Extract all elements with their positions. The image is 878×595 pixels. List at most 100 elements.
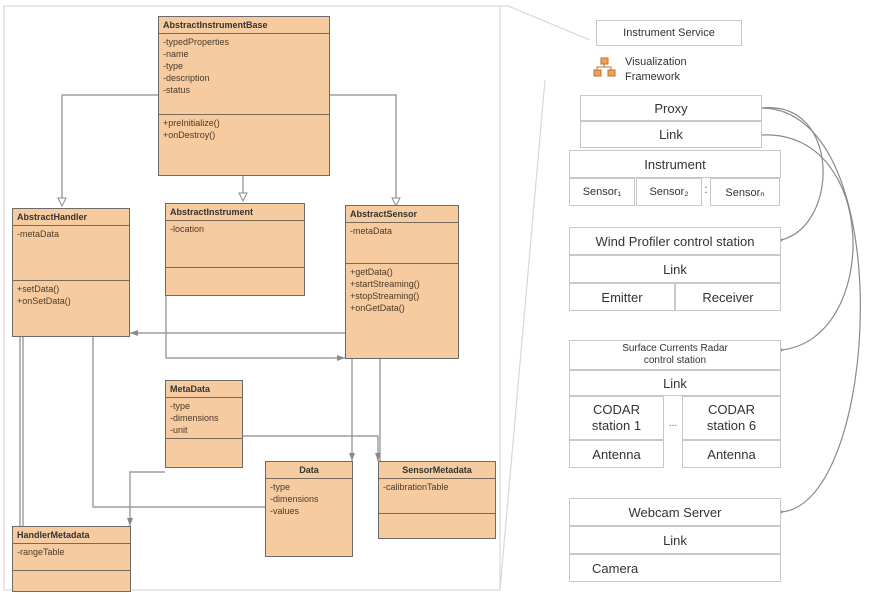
attribute: -status <box>163 85 191 95</box>
codar-title-line2: control station <box>643 355 707 366</box>
class-name: HandlerMetadata <box>13 527 130 544</box>
attribute: -rangeTable <box>17 547 65 557</box>
attribute: -calibrationTable <box>383 482 449 492</box>
wind-link-box[interactable]: Link <box>569 255 781 283</box>
antenna-6-box[interactable]: Antenna <box>682 440 781 468</box>
camera-label: Camera <box>592 560 639 576</box>
attribute: -name <box>163 49 189 59</box>
class-attributes: -calibrationTable <box>379 479 495 514</box>
class-operations <box>166 439 242 443</box>
attribute: -typedProperties <box>163 37 230 47</box>
attribute: -type <box>270 482 291 492</box>
codar-title-line1: Surface Currents Radar <box>622 343 728 354</box>
sensor-box-1[interactable]: Sensor₁ <box>569 178 635 206</box>
class-operations <box>13 571 130 575</box>
codar-station-6-line2: station 6 <box>706 418 757 433</box>
receiver-label: Receiver <box>702 289 754 305</box>
sensor-label: Sensor₂ <box>649 186 689 198</box>
class-attributes: -metaData <box>346 223 458 264</box>
camera-box[interactable]: Camera <box>569 554 781 582</box>
codar-station-1-line2: station 1 <box>591 418 642 433</box>
class-attributes: -metaData <box>13 226 129 281</box>
codar-station-1-line1: CODAR <box>593 402 640 417</box>
attribute: -description <box>163 73 210 83</box>
class-attributes: -type -dimensions -values <box>266 479 352 543</box>
operation: +preInitialize() <box>163 118 220 128</box>
instrument-service-label: Instrument Service <box>623 27 715 39</box>
class-metadata[interactable]: MetaData -type -dimensions -unit <box>165 380 243 468</box>
antenna-1-box[interactable]: Antenna <box>569 440 664 468</box>
sensor-ellipsis: : <box>704 182 708 196</box>
sensor-label: Sensor₁ <box>582 186 622 198</box>
class-attributes: -location <box>166 221 304 268</box>
class-handler-metadata[interactable]: HandlerMetadata -rangeTable <box>12 526 131 592</box>
class-name: Data <box>266 462 352 479</box>
class-abstract-instrument-base[interactable]: AbstractInstrumentBase -typedProperties … <box>158 16 330 176</box>
operation: +onDestroy() <box>163 130 216 140</box>
class-operations <box>166 268 304 272</box>
operation: +stopStreaming() <box>350 291 420 301</box>
antenna-label: Antenna <box>592 446 641 462</box>
class-abstract-instrument[interactable]: AbstractInstrument -location <box>165 203 305 296</box>
class-attributes: -typedProperties -name -type -descriptio… <box>159 34 329 115</box>
instrument-service-box[interactable]: Instrument Service <box>596 20 742 46</box>
attribute: -unit <box>170 425 188 435</box>
attribute: -metaData <box>350 226 393 236</box>
class-abstract-handler[interactable]: AbstractHandler -metaData +setData() +on… <box>12 208 130 337</box>
sensor-label: Sensorₙ <box>725 186 765 199</box>
antenna-label: Antenna <box>707 446 756 462</box>
class-operations: +setData() +onSetData() <box>13 281 129 309</box>
class-operations <box>379 514 495 518</box>
class-operations: +preInitialize() +onDestroy() <box>159 115 329 143</box>
attribute: -values <box>270 506 300 516</box>
emitter-label: Emitter <box>601 289 643 305</box>
emitter-box[interactable]: Emitter <box>569 283 675 311</box>
webcam-link-box[interactable]: Link <box>569 526 781 554</box>
codar-control-box[interactable]: Surface Currents Radar control station <box>569 340 781 370</box>
operation: +getData() <box>350 267 393 277</box>
attribute: -dimensions <box>170 413 219 423</box>
wind-link-label: Link <box>663 261 687 277</box>
sensor-box-2[interactable]: Sensor₂ <box>636 178 702 206</box>
codar-station-6-line1: CODAR <box>708 402 755 417</box>
class-name: SensorMetadata <box>379 462 495 479</box>
attribute: -type <box>170 401 191 411</box>
wind-profiler-box[interactable]: Wind Profiler control station <box>569 227 781 255</box>
class-name: AbstractHandler <box>13 209 129 226</box>
codar-station-1-box[interactable]: CODAR station 1 <box>569 396 664 440</box>
codar-link-label: Link <box>663 375 687 391</box>
sensor-box-n[interactable]: Sensorₙ <box>710 178 780 206</box>
attribute: -type <box>163 61 184 71</box>
codar-link-box[interactable]: Link <box>569 370 781 396</box>
class-name: AbstractInstrumentBase <box>159 17 329 34</box>
webcam-link-label: Link <box>663 532 687 548</box>
operation: +onGetData() <box>350 303 405 313</box>
attribute: -metaData <box>17 229 60 239</box>
webcam-server-box[interactable]: Webcam Server <box>569 498 781 526</box>
class-attributes: -rangeTable <box>13 544 130 571</box>
class-operations: +getData() +startStreaming() +stopStream… <box>346 264 458 316</box>
operation: +setData() <box>17 284 60 294</box>
proxy-box[interactable]: Proxy <box>580 95 762 121</box>
receiver-box[interactable]: Receiver <box>675 283 781 311</box>
viz-label-line2: Framework <box>625 71 681 83</box>
class-sensor-metadata[interactable]: SensorMetadata -calibrationTable <box>378 461 496 539</box>
class-data[interactable]: Data -type -dimensions -values <box>265 461 353 557</box>
link-box[interactable]: Link <box>580 121 762 148</box>
class-name: AbstractInstrument <box>166 204 304 221</box>
visualization-framework-box[interactable]: Visualization Framework <box>585 46 751 94</box>
instrument-label: Instrument <box>644 156 706 172</box>
viz-label-line1: Visualization <box>625 56 687 68</box>
codar-station-6-box[interactable]: CODAR station 6 <box>682 396 781 440</box>
proxy-label: Proxy <box>654 100 688 116</box>
codar-ellipsis: ... <box>668 418 678 429</box>
attribute: -dimensions <box>270 494 319 504</box>
class-name: AbstractSensor <box>346 206 458 223</box>
framework-icon <box>593 57 617 84</box>
webcam-server-label: Webcam Server <box>628 504 722 520</box>
class-abstract-sensor[interactable]: AbstractSensor -metaData +getData() +sta… <box>345 205 459 359</box>
instrument-box[interactable]: Instrument <box>569 150 781 178</box>
attribute: -location <box>170 224 205 234</box>
operation: +onSetData() <box>17 296 71 306</box>
